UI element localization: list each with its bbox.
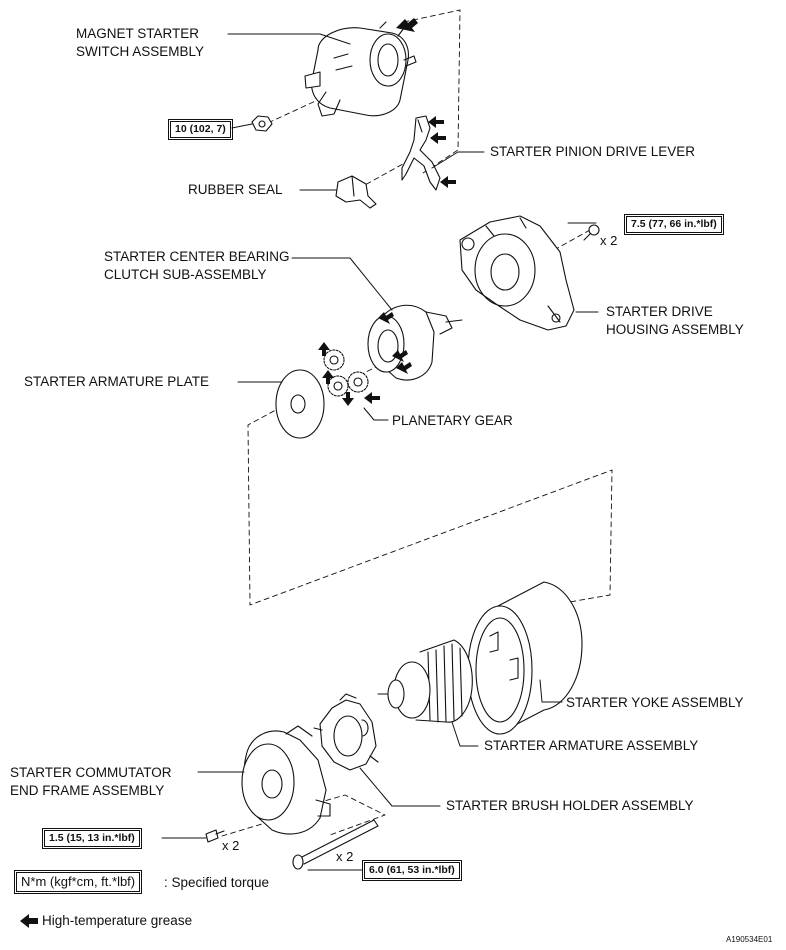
nut-drawing (251, 115, 273, 132)
label-armature-plate: STARTER ARMATURE PLATE (24, 374, 210, 389)
label-clutch-line1: STARTER CENTER BEARING (104, 249, 290, 264)
label-magnet-switch-line1: MAGNET STARTER (76, 26, 200, 41)
brush-holder-drawing (313, 693, 379, 771)
label-drive-housing-line1: STARTER DRIVE (606, 304, 713, 319)
figure-code: A190534E01 (726, 935, 773, 944)
legend-torque-text: : Specified torque (164, 875, 270, 890)
through-bolt-drawing (292, 819, 379, 870)
qty-housing-bolt: x 2 (600, 233, 618, 248)
label-magnet-switch-line2: SWITCH ASSEMBLY (76, 44, 205, 59)
label-planetary-gear: PLANETARY GEAR (392, 413, 513, 428)
armature-plate-drawing (275, 369, 325, 439)
clutch-drawing (367, 304, 463, 381)
torque-housing-bolt: 7.5 (77, 66 in.*lbf) (624, 214, 724, 235)
label-brush-holder: STARTER BRUSH HOLDER ASSEMBLY (446, 798, 694, 813)
drive-housing-drawing (459, 215, 575, 331)
torque-through-bolt: 6.0 (61, 53 in.*lbf) (362, 860, 462, 881)
legend-torque-units: N*m (kgf*cm, ft.*lbf) (13, 870, 143, 894)
label-armature: STARTER ARMATURE ASSEMBLY (484, 738, 699, 753)
screw-drawing (205, 829, 225, 843)
end-frame-drawing (241, 725, 331, 835)
label-clutch-line2: CLUTCH SUB-ASSEMBLY (104, 267, 267, 282)
leader-lines (161, 33, 599, 871)
label-end-frame-line2: END FRAME ASSEMBLY (10, 783, 165, 798)
qty-screw: x 2 (222, 838, 240, 853)
label-rubber-seal: RUBBER SEAL (188, 182, 283, 197)
planetary-gears-drawing (323, 349, 369, 397)
housing-bolt-drawing (583, 224, 600, 241)
torque-nut: 10 (102, 7) (168, 119, 233, 140)
label-end-frame-line1: STARTER COMMUTATOR (10, 765, 172, 780)
drive-lever-drawing (401, 115, 441, 191)
grease-arrows (20, 18, 456, 928)
armature-drawing (377, 639, 473, 723)
yoke-drawing (467, 581, 583, 735)
rubber-seal-drawing (335, 175, 377, 209)
label-drive-lever: STARTER PINION DRIVE LEVER (490, 144, 696, 159)
label-drive-housing-line2: HOUSING ASSEMBLY (606, 322, 744, 337)
magnet-switch-drawing (304, 21, 417, 117)
torque-screw: 1.5 (15, 13 in.*lbf) (42, 828, 142, 849)
legend-grease-text: High-temperature grease (42, 913, 193, 928)
qty-through-bolt: x 2 (336, 849, 354, 864)
label-yoke: STARTER YOKE ASSEMBLY (566, 695, 744, 710)
